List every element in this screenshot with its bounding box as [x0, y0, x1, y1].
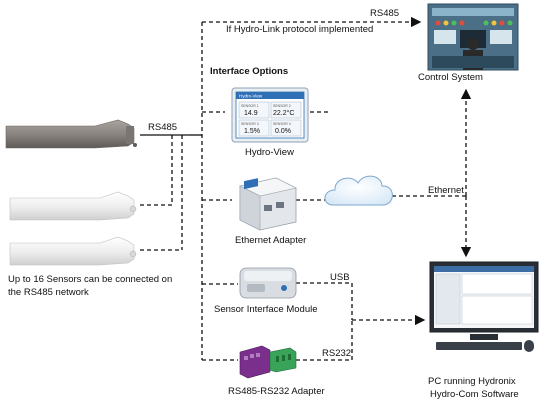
- usb-label: USB: [330, 272, 350, 283]
- rs485-rs232-adapter-label: RS485-RS232 Adapter: [228, 386, 325, 397]
- hydro-view-screen-cells: SENSOR 1 SENSOR 2 SENSOR 3 SENSOR 4 14.9…: [238, 101, 302, 137]
- rs232-label: RS232: [322, 348, 352, 359]
- hydro-view-screen-header: Hydro-View: [239, 94, 263, 99]
- control-system-label: Control System: [418, 72, 483, 83]
- hydrolink-note: If Hydro-Link protocol implemented: [226, 24, 374, 35]
- pc-label-line2: Hydro-Com Software: [430, 389, 519, 400]
- ethernet-label: Ethernet: [428, 185, 464, 196]
- pc-label-line1: PC running Hydronix: [428, 376, 516, 387]
- hydro-view-device-icon: Hydro-View SENSOR 1 SENSOR 2 SENSOR 3 SE…: [231, 87, 309, 143]
- hv-cell-4-value: 0.0%: [275, 128, 291, 135]
- ethernet-adapter-icon: [239, 177, 297, 231]
- sensor-2-icon: [9, 191, 137, 221]
- hv-cell-3-value: 1.5%: [244, 128, 260, 135]
- sensor-1-icon: [5, 119, 137, 149]
- pc-icon: [429, 261, 539, 352]
- control-system-icon: [427, 3, 519, 71]
- sim-label: Sensor Interface Module: [214, 304, 318, 315]
- hv-cell-3-label: SENSOR 3: [241, 122, 259, 126]
- rs485-top-label: RS485: [370, 8, 400, 19]
- network-cloud-icon: [324, 175, 393, 206]
- control-panel-lights: [435, 20, 513, 26]
- hv-cell-2-value: 22.2°C: [273, 109, 294, 117]
- rs485-rs232-adapter-icon: [239, 345, 297, 379]
- rs485-left-label: RS485: [148, 122, 178, 133]
- sensors-note-line1: Up to 16 Sensors can be connected on: [8, 274, 173, 285]
- sensors-note-line2: the RS485 network: [8, 287, 89, 298]
- sensor-interface-module-icon: [239, 267, 297, 299]
- hv-cell-1-label: SENSOR 1: [241, 104, 259, 108]
- hv-cell-1-value: 14.9: [244, 110, 258, 117]
- rs485-bus-wiring: [140, 16, 472, 361]
- sensor-3-icon: [9, 236, 137, 266]
- hydro-view-label: Hydro-View: [245, 147, 294, 158]
- ethernet-adapter-label: Ethernet Adapter: [235, 235, 307, 246]
- interface-options-heading: Interface Options: [210, 66, 289, 77]
- hv-cell-2-label: SENSOR 2: [273, 104, 291, 108]
- hv-cell-4-label: SENSOR 4: [273, 122, 291, 126]
